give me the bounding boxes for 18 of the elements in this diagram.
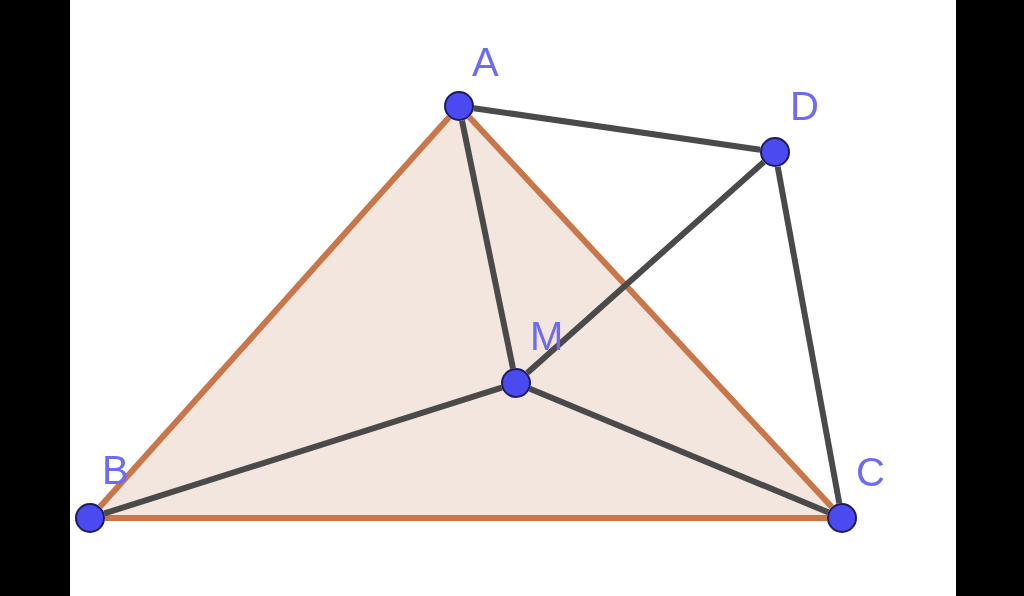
- point-label: D: [790, 86, 819, 126]
- point-dot: [75, 503, 105, 533]
- line-segment: [528, 385, 830, 516]
- line-segment: [774, 166, 843, 504]
- point-label: A: [472, 42, 499, 82]
- point-label: M: [530, 316, 564, 356]
- point-dot: [760, 137, 790, 167]
- line-segment: [97, 115, 452, 509]
- point-dot: [444, 91, 474, 121]
- line-segment: [525, 159, 766, 376]
- line-segment: [467, 114, 834, 510]
- point-label: B: [102, 450, 129, 490]
- line-segment: [103, 384, 503, 517]
- point-dot: [827, 503, 857, 533]
- point-label: C: [856, 452, 885, 492]
- line-segment: [105, 515, 827, 521]
- line-segment: [473, 105, 761, 153]
- line-segment: [459, 120, 516, 369]
